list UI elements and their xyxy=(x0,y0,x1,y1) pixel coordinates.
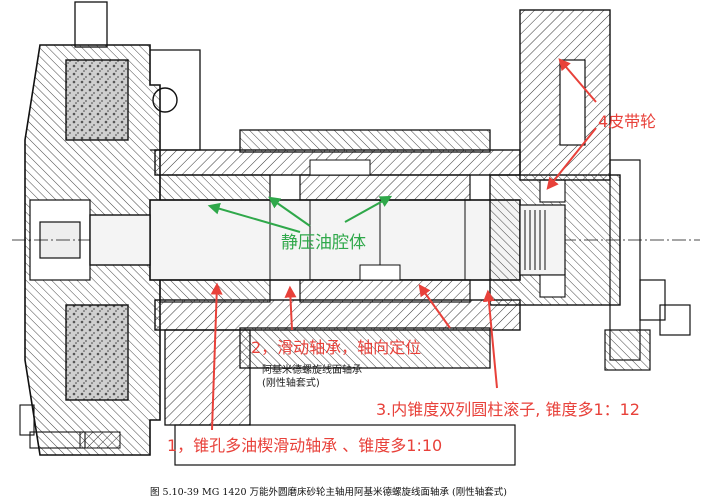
front-bearing xyxy=(159,174,271,303)
arrow-taper-roller xyxy=(482,289,498,389)
arrow-sliding-bearing-1 xyxy=(284,285,297,331)
arrow-oil-cavity-1 xyxy=(207,202,301,233)
label-taper-hole-bearing: 1，锥孔多油楔滑动轴承 、锥度多1:10 xyxy=(167,436,443,455)
grinding-wheel-upper xyxy=(65,59,129,141)
arrow-oil-cavity-2 xyxy=(268,196,311,227)
drawing-note-line1: 阿基米德螺旋线面轴承 xyxy=(262,365,362,376)
arrow-oil-cavity-3 xyxy=(344,195,393,223)
roller-lower xyxy=(539,274,566,298)
grinding-wheel-lower xyxy=(65,304,129,401)
arrow-to-pulley xyxy=(558,58,597,103)
figure-caption: 图 5.10-39 MG 1420 万能外圆磨床砂轮主轴用阿基米德螺旋线面轴承 … xyxy=(150,487,507,498)
shaft-end xyxy=(519,204,566,276)
rear-assembly xyxy=(489,9,691,371)
arrow-to-roller-bearing xyxy=(546,127,597,190)
label-inner-taper-roller: 3.内锥度双列圆柱滚子, 锥度多1：12 xyxy=(376,400,640,419)
arrow-sliding-bearing-2 xyxy=(418,284,451,329)
arrow-taper-hole-bearing xyxy=(210,282,223,431)
label-static-oil-cavity: 静压油腔体 xyxy=(281,233,366,253)
bottom-left-fittings xyxy=(19,404,121,449)
drawing-note-line2: (刚性轴套式) xyxy=(262,378,320,389)
label-belt-pulley: 4皮带轮 xyxy=(598,112,657,131)
annotation-arrows xyxy=(207,58,597,431)
label-sliding-bearing: 2，滑动轴承，轴向定位 xyxy=(251,338,422,357)
